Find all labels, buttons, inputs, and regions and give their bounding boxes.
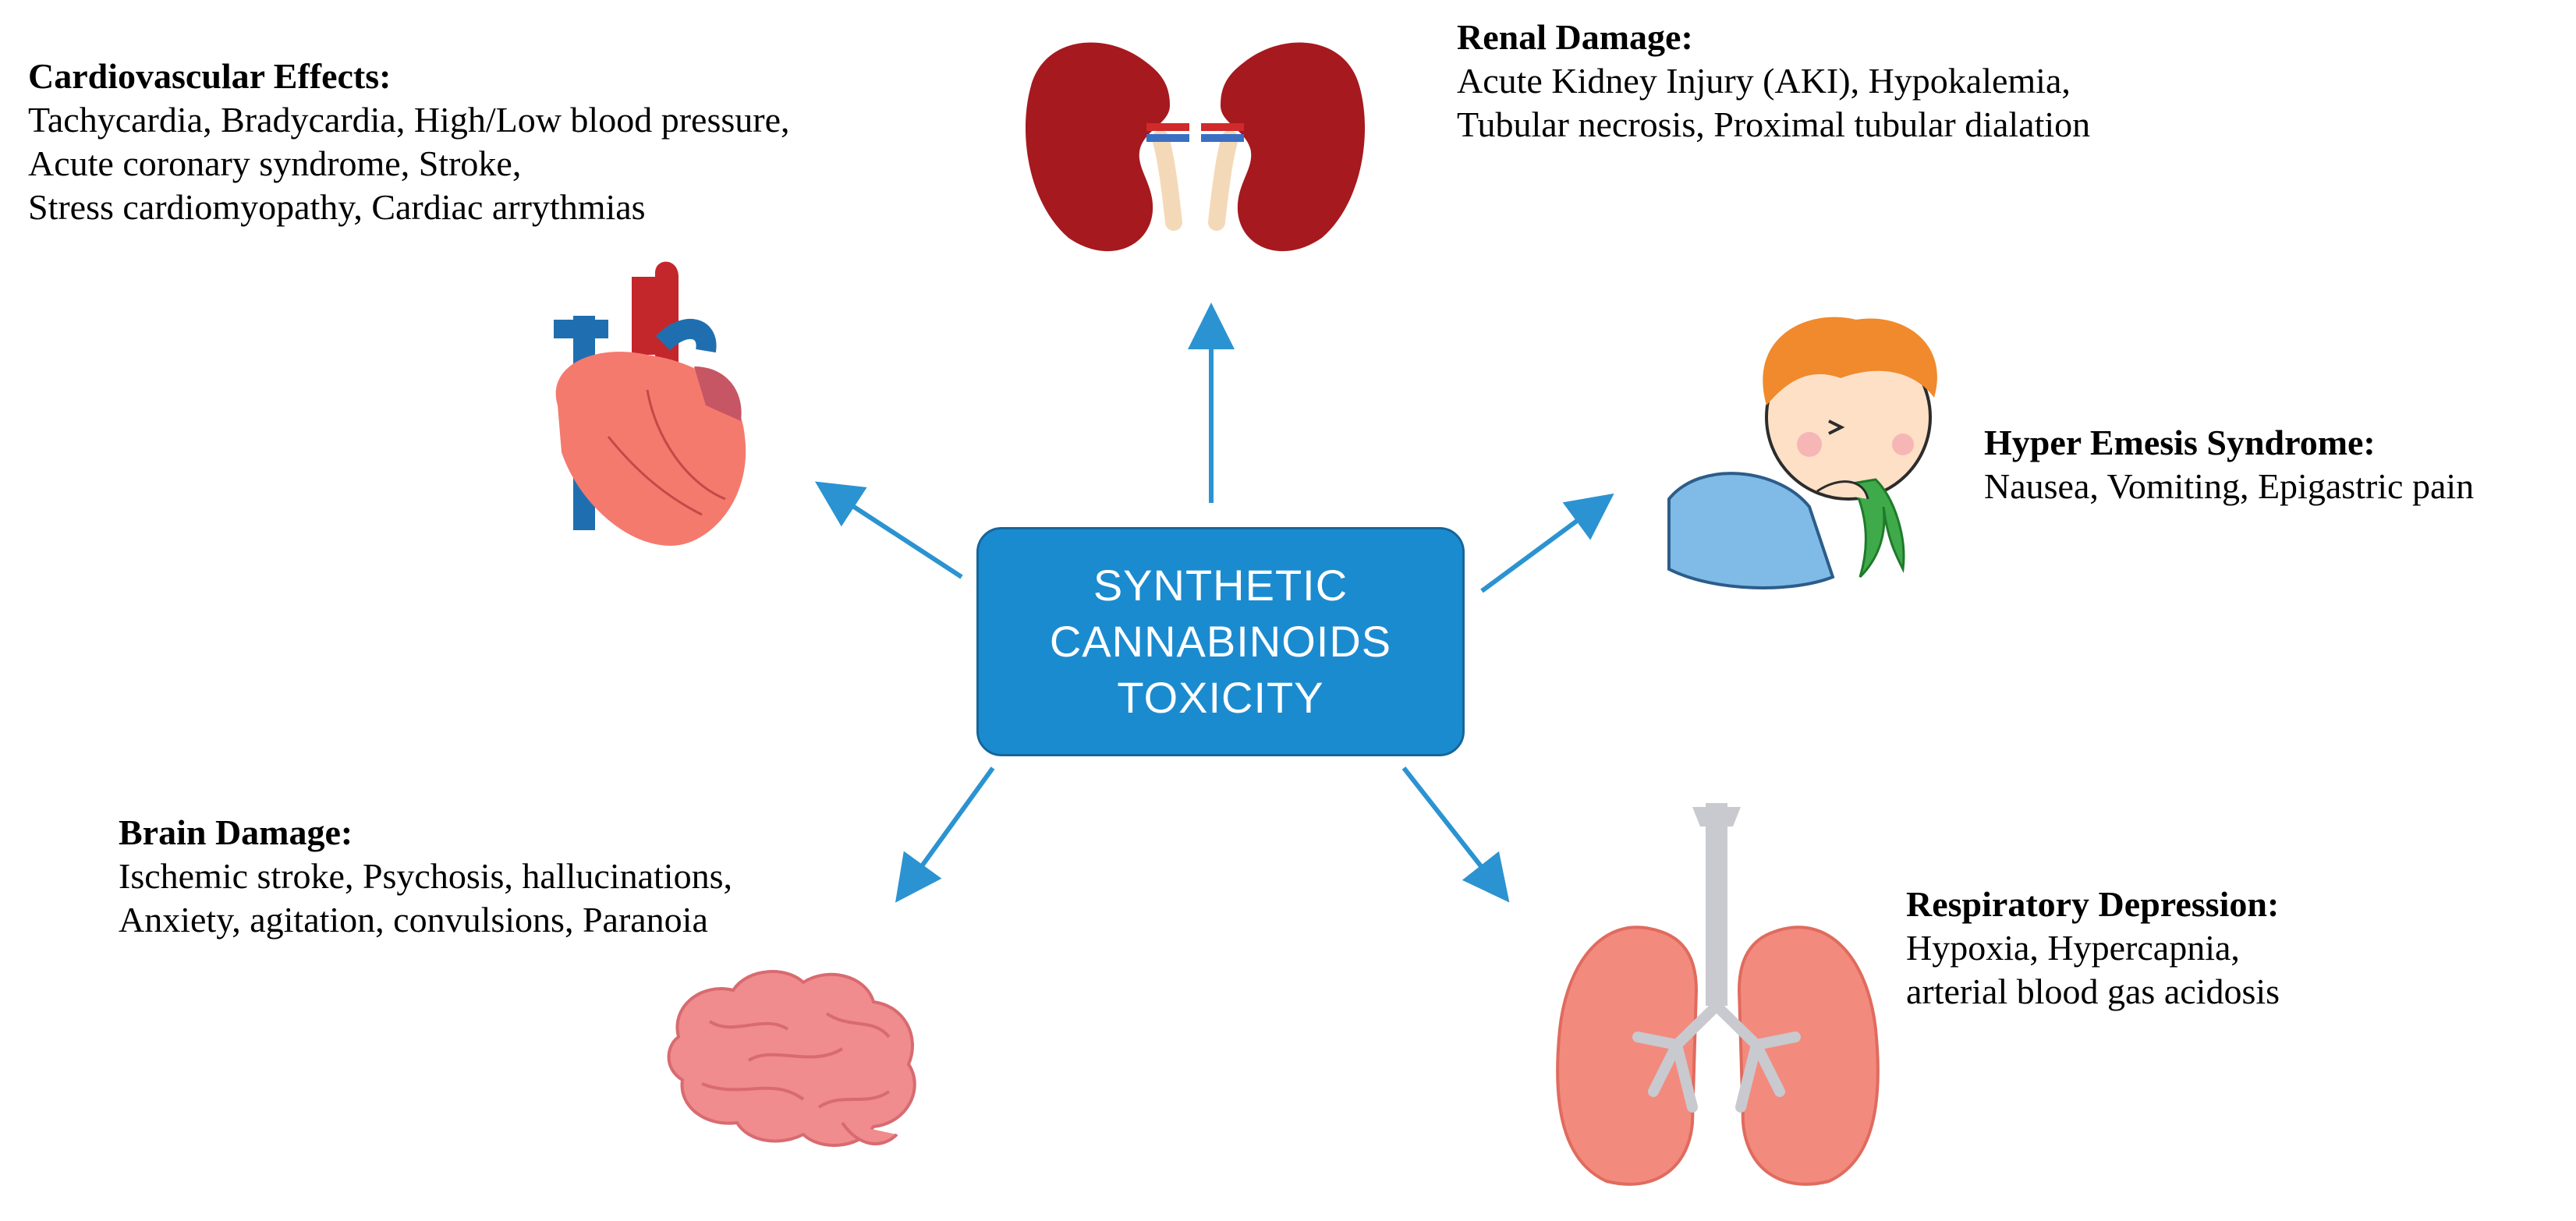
hyper-emesis-title: Hyper Emesis Syndrome:: [1984, 423, 2376, 462]
arrow-to-brain: [895, 766, 995, 903]
respiratory-depression-line-2: arterial blood gas acidosis: [1906, 971, 2280, 1011]
arrow-to-cardiovascular: [814, 481, 963, 579]
cardiovascular-effects-label: Cardiovascular Effects: Tachycardia, Bra…: [28, 55, 790, 229]
vomiting-child-icon: [1667, 317, 1937, 589]
renal-damage-label: Renal Damage: Acute Kidney Injury (AKI),…: [1457, 16, 2090, 147]
brain-icon: [667, 970, 916, 1147]
kidneys-icon: [1025, 42, 1366, 252]
lungs-icon: [1556, 803, 1880, 1186]
respiratory-depression-label: Respiratory Depression: Hypoxia, Hyperca…: [1906, 883, 2280, 1014]
brain-damage-title: Brain Damage:: [119, 812, 353, 852]
cardiovascular-effects-title: Cardiovascular Effects:: [28, 56, 392, 96]
arrow-to-respiratory: [1401, 766, 1510, 903]
respiratory-depression-line-1: Hypoxia, Hypercapnia,: [1906, 928, 2240, 968]
central-topic-box: SYNTHETIC CANNABINOIDS TOXICITY: [976, 527, 1465, 756]
central-topic-line-3: TOXICITY: [1117, 673, 1324, 722]
brain-damage-line-2: Anxiety, agitation, convulsions, Paranoi…: [119, 900, 708, 940]
renal-damage-line-2: Tubular necrosis, Proximal tubular diala…: [1457, 104, 2091, 144]
cardiovascular-effects-line-2: Acute coronary syndrome, Stroke,: [28, 143, 522, 183]
respiratory-depression-title: Respiratory Depression:: [1906, 884, 2280, 924]
brain-damage-label: Brain Damage: Ischemic stroke, Psychosis…: [119, 811, 732, 942]
renal-damage-title: Renal Damage:: [1457, 17, 1693, 57]
hyper-emesis-label: Hyper Emesis Syndrome: Nausea, Vomiting,…: [1984, 421, 2474, 508]
brain-damage-line-1: Ischemic stroke, Psychosis, hallucinatio…: [119, 856, 732, 896]
renal-damage-line-1: Acute Kidney Injury (AKI), Hypokalemia,: [1457, 61, 2071, 101]
cardiovascular-effects-line-1: Tachycardia, Bradycardia, High/Low blood…: [28, 100, 790, 140]
arrows: [814, 303, 1614, 903]
central-topic-line-2: CANNABINOIDS: [1049, 617, 1392, 666]
hyper-emesis-line-1: Nausea, Vomiting, Epigastric pain: [1984, 466, 2475, 506]
central-topic-line-1: SYNTHETIC: [1093, 561, 1348, 610]
arrow-to-hyperemesis: [1480, 493, 1614, 593]
heart-icon: [554, 261, 746, 546]
cardiovascular-effects-line-3: Stress cardiomyopathy, Cardiac arrythmia…: [28, 187, 646, 227]
